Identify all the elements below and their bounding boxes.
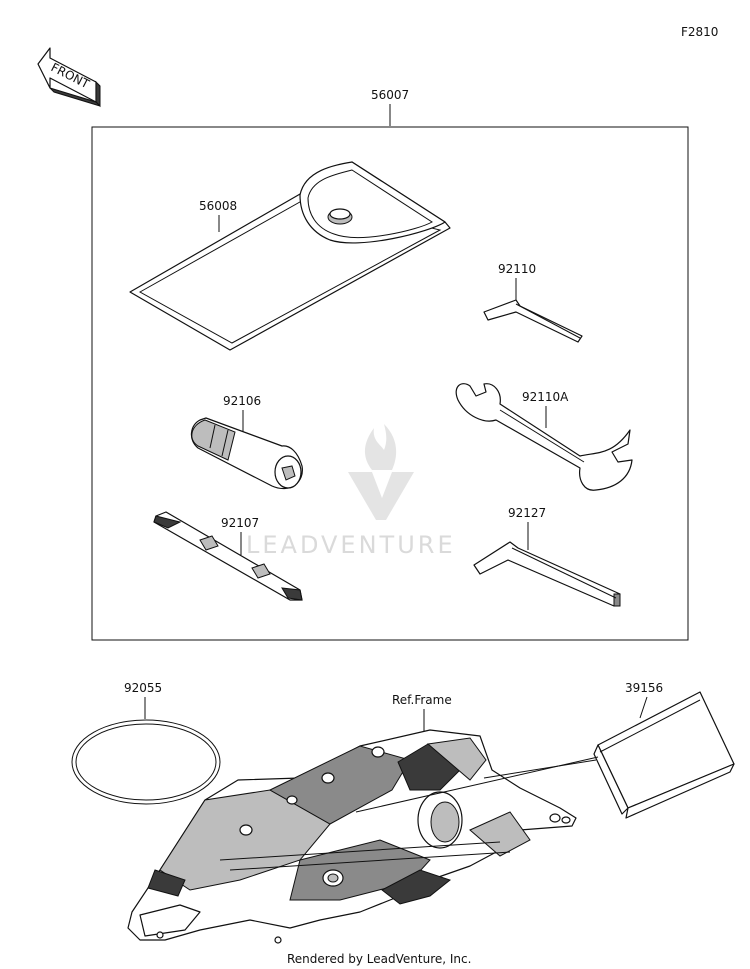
label-hex-small: 92110 [498, 262, 536, 276]
hex-key-large [473, 541, 621, 607]
screwdriver-bit [153, 511, 303, 601]
watermark-text: LEADVENTURE [246, 531, 456, 559]
label-band: 92055 [124, 681, 162, 695]
rubber-band [71, 719, 221, 805]
flame-logo [364, 424, 397, 470]
figure-code: F2810 [681, 25, 718, 39]
label-screwdriver: 92107 [221, 516, 259, 530]
label-frame-ref: Ref.Frame [392, 693, 452, 707]
footer-credit: Rendered by LeadVenture, Inc. [287, 952, 471, 966]
kit-box [91, 126, 689, 641]
label-handle: 92106 [223, 394, 261, 408]
leadventure-watermark: LEADVENTURE [246, 424, 456, 559]
document-bag [593, 691, 735, 819]
front-arrow-icon: FRONT [37, 47, 101, 108]
label-wrench: 92110A [522, 390, 569, 404]
tool-case [129, 161, 451, 351]
v-logo [348, 472, 414, 520]
label-case: 56008 [199, 199, 237, 213]
hex-key-small [483, 299, 583, 343]
handle [190, 417, 303, 490]
label-hex-large: 92127 [508, 506, 546, 520]
rear-frame [127, 729, 577, 944]
label-kit: 56007 [371, 88, 409, 102]
open-wrench [455, 383, 633, 491]
label-bag: 39156 [625, 681, 663, 695]
